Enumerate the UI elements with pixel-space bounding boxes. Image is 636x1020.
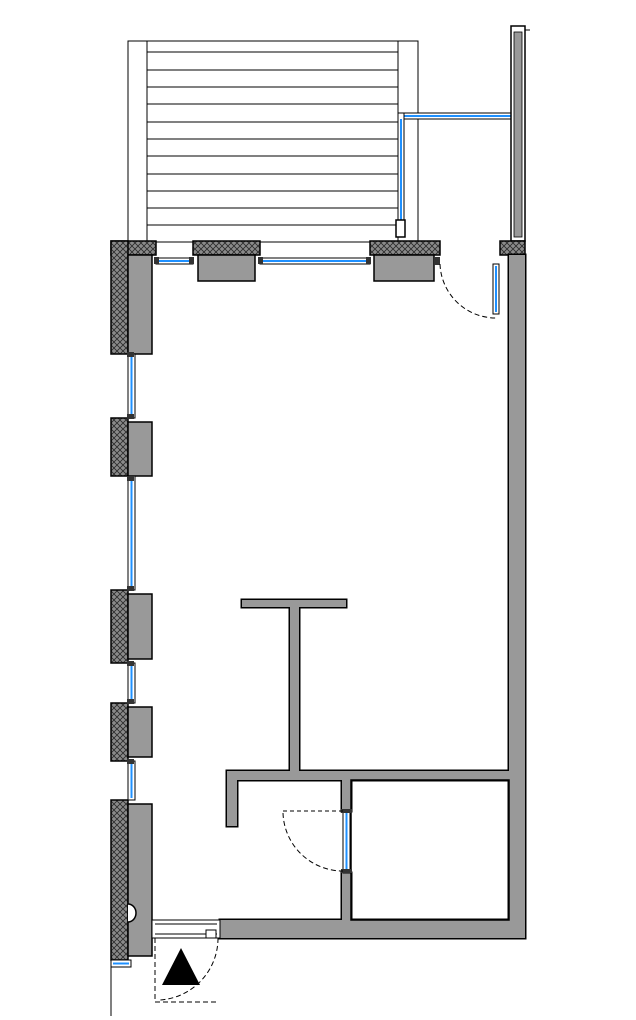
west-window-5 [110, 959, 132, 968]
exterior-column [510, 25, 530, 242]
balcony-door [434, 257, 500, 319]
entrance-door [151, 919, 221, 1003]
north-window-2 [258, 257, 371, 265]
deck [127, 40, 419, 243]
west-window-3 [127, 661, 136, 704]
deck-boards [147, 51, 398, 226]
west-window-4 [127, 759, 136, 801]
west-window-2 [127, 475, 136, 591]
west-wall [110, 240, 153, 1016]
wc-door [282, 809, 352, 874]
interior-walls [218, 253, 527, 940]
entry-arrow-icon [162, 948, 200, 985]
west-window-1 [127, 352, 136, 419]
north-window-1 [154, 257, 194, 265]
